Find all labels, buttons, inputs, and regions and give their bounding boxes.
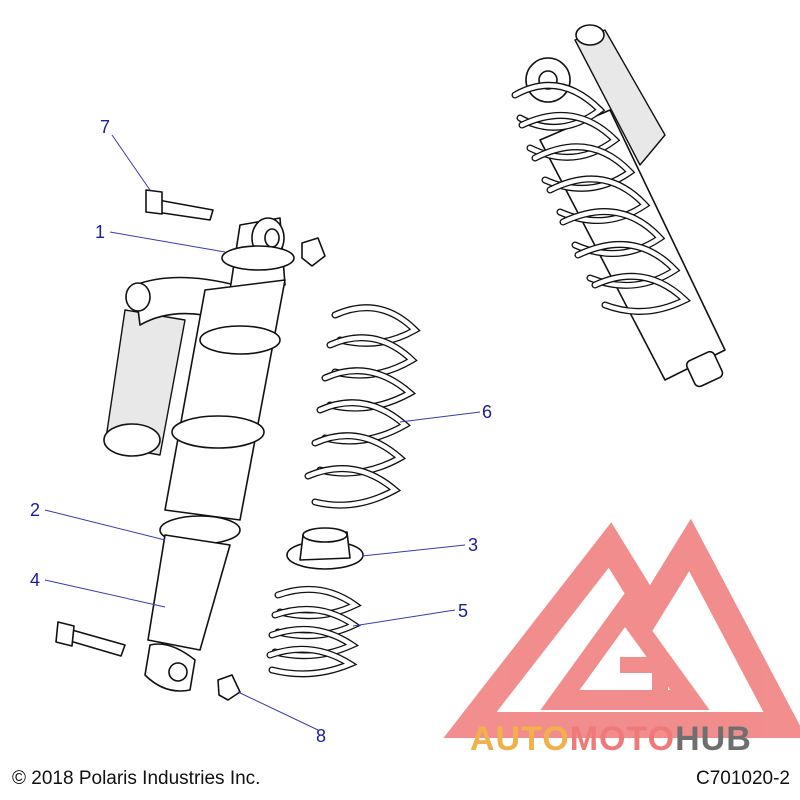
- callout-1: 1: [95, 222, 105, 242]
- spring-seat: [286, 527, 364, 570]
- assembled-shock: [511, 24, 726, 388]
- bolt-bottom: [55, 621, 126, 657]
- watermark-moto: MOTO: [570, 720, 675, 758]
- callout-5: 5: [458, 601, 468, 621]
- callout-3: 3: [468, 535, 478, 555]
- leader-8: [237, 691, 319, 731]
- callout-6: 6: [482, 402, 492, 422]
- callout-8: 8: [316, 726, 326, 746]
- spring-5: [266, 585, 362, 678]
- leader-3: [361, 544, 466, 557]
- callout-2: 2: [30, 500, 40, 520]
- drawing-id: C701020-2: [695, 768, 790, 789]
- bolt-top: [145, 189, 214, 221]
- leader-2: [44, 509, 166, 541]
- shock-body: [103, 217, 286, 692]
- callout-7: 7: [100, 117, 110, 137]
- watermark-hub: HUB: [675, 720, 752, 758]
- spring-6: [304, 304, 421, 509]
- callout-4: 4: [30, 570, 40, 590]
- leader-4: [44, 579, 166, 608]
- leader-7: [111, 134, 151, 191]
- leader-1: [109, 231, 226, 253]
- watermark-text: AUTOMOTOHUB: [470, 720, 752, 758]
- copyright-text: © 2018 Polaris Industries Inc.: [12, 768, 261, 789]
- watermark-logo: [443, 518, 800, 738]
- leader-6: [399, 411, 481, 423]
- nut-top: [301, 237, 326, 267]
- watermark-auto: AUTO: [470, 720, 570, 758]
- nut-bottom: [217, 674, 241, 701]
- top-washer: [221, 245, 295, 271]
- leader-5: [352, 609, 456, 627]
